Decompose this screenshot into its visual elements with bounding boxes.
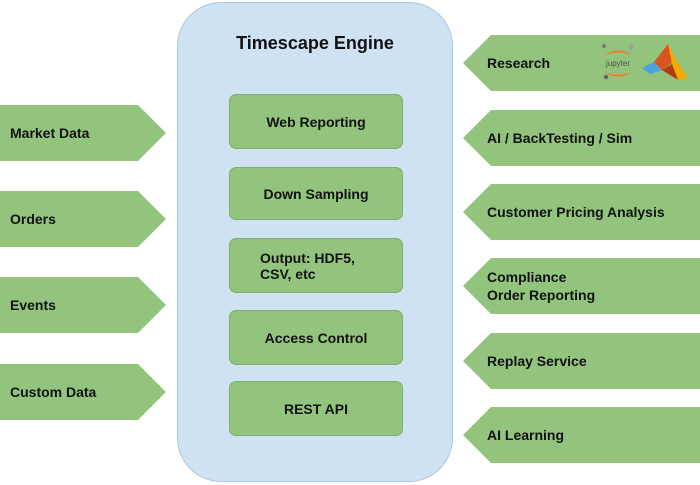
module-output: Output: HDF5, CSV, etc [229,238,403,293]
input-orders: Orders [0,191,166,247]
output-customer-pricing: Customer Pricing Analysis [463,184,700,240]
input-label: Market Data [10,125,90,141]
module-down-sampling: Down Sampling [229,167,403,220]
engine-title: Timescape Engine [236,33,394,53]
output-label: Customer Pricing Analysis [487,204,665,220]
jupyter-icon: jupyter [600,42,636,82]
output-compliance: Compliance Order Reporting [463,258,700,314]
input-label: Custom Data [10,384,97,400]
output-ai-backtesting: AI / BackTesting / Sim [463,110,700,166]
jupyter-logo-text: jupyter [605,59,630,68]
module-rest-api: REST API [229,381,403,436]
matlab-icon [642,42,688,82]
input-custom-data: Custom Data [0,364,166,420]
input-label: Orders [10,211,56,227]
output-label: Compliance Order Reporting [487,269,596,303]
output-label: AI / BackTesting / Sim [487,130,633,146]
input-events: Events [0,277,166,333]
module-access-control: Access Control [229,310,403,365]
input-market-data: Market Data [0,105,166,161]
output-replay-service: Replay Service [463,333,700,389]
timescape-engine: Timescape Engine Web Reporting Down Samp… [177,2,453,482]
module-web-reporting: Web Reporting [229,94,403,149]
input-label: Events [10,297,56,313]
output-ai-learning: AI Learning [463,407,700,463]
output-label: AI Learning [487,427,565,443]
output-label: Replay Service [487,353,587,369]
output-label: Research [487,55,551,71]
